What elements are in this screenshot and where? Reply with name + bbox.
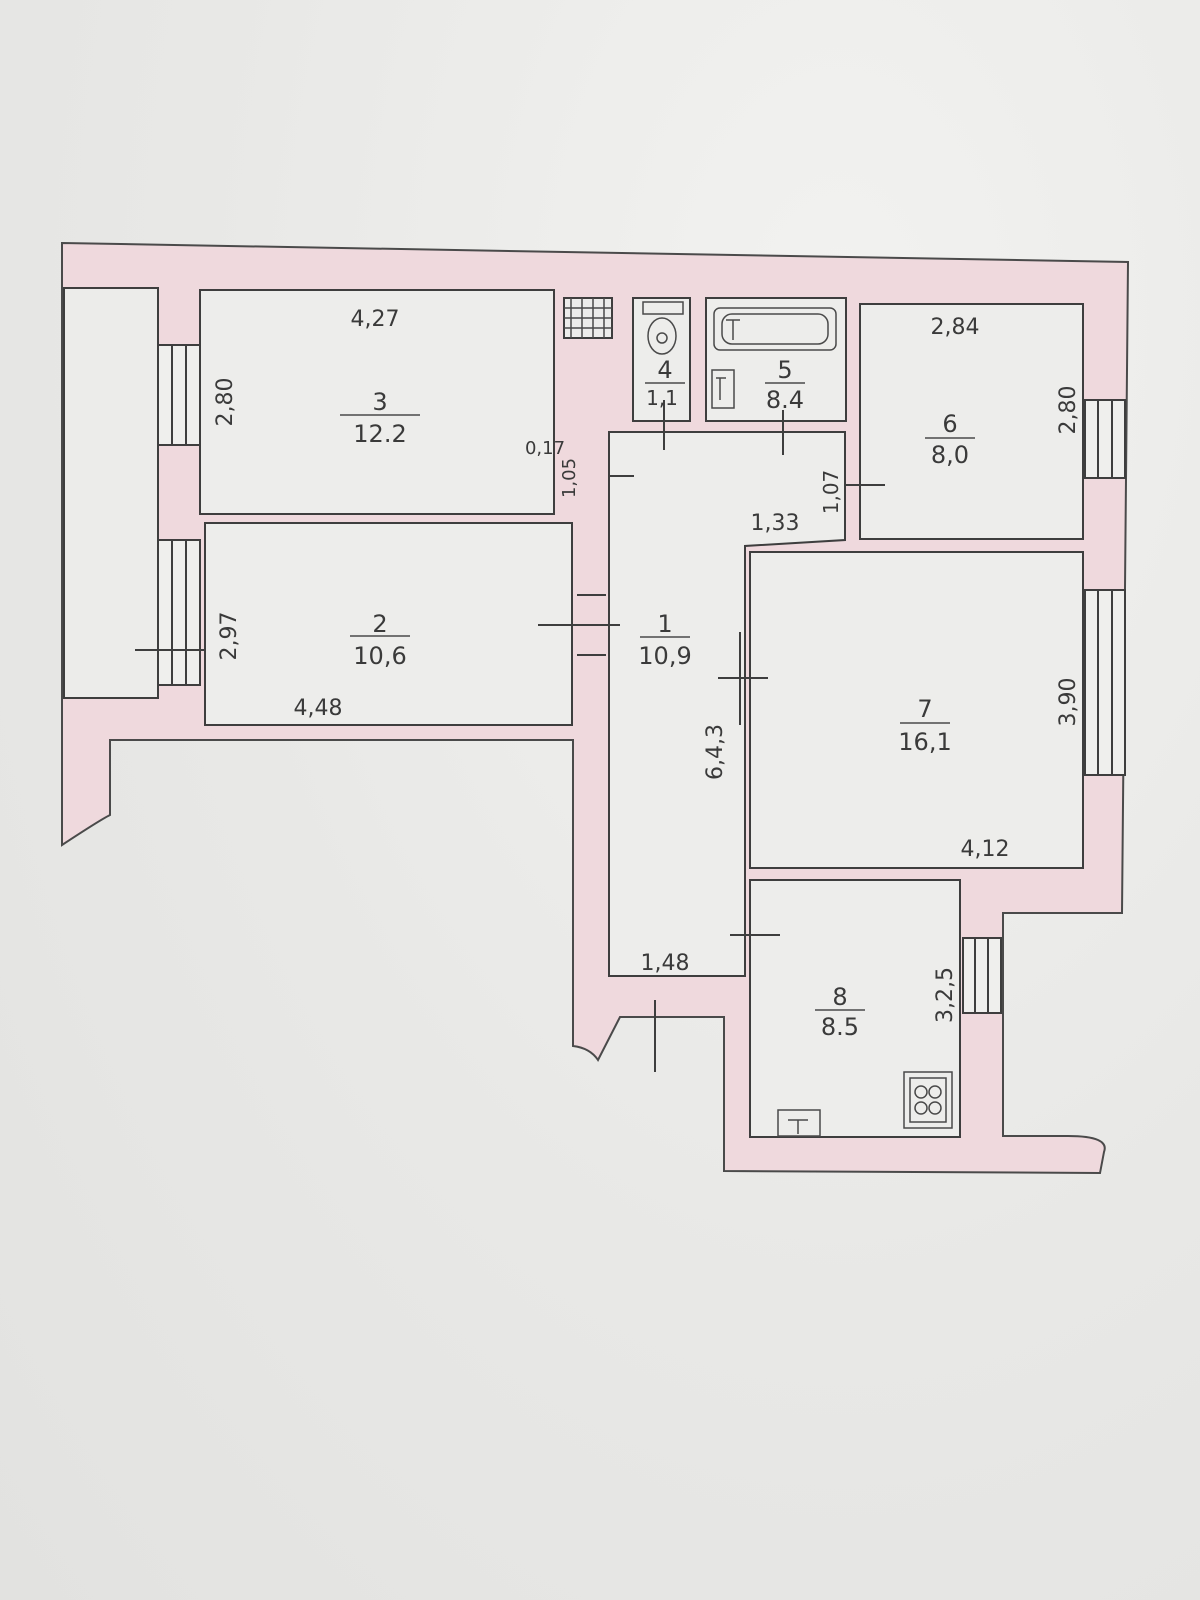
room-3-area: 12.2	[353, 420, 406, 448]
room-2-number: 2	[372, 610, 387, 638]
room-8-area: 8.5	[821, 1013, 859, 1041]
room-1-area: 10,9	[638, 642, 691, 670]
room-1	[608, 431, 846, 977]
dim-room8-depth: 3,2,5	[933, 967, 958, 1023]
room-2-area: 10,6	[353, 642, 406, 670]
dim-hall-step: 1,33	[751, 511, 800, 536]
bathtub-icon	[713, 307, 837, 351]
dim-room7-width: 4,12	[961, 837, 1010, 862]
room-3	[199, 289, 555, 515]
room-1-number: 1	[657, 610, 672, 638]
window-room-6	[1084, 399, 1126, 479]
room-4-area: 1,1	[646, 386, 678, 410]
loggia	[63, 287, 159, 699]
dim-hall-length: 6,4,3	[703, 724, 728, 780]
window-room-2	[157, 539, 201, 686]
label-bars	[340, 382, 975, 1011]
dim-hall-end-width: 1,48	[641, 951, 690, 976]
dim-door-offset: 0,17	[525, 438, 565, 459]
room-7-area: 16,1	[898, 728, 951, 756]
window-room-3	[157, 344, 201, 446]
room-5-area: 8.4	[766, 386, 804, 414]
room-2	[204, 522, 573, 726]
dim-room3-depth: 2,80	[213, 378, 238, 427]
dim-room6-width: 2,84	[931, 315, 980, 340]
toilet-icon	[642, 301, 684, 355]
room-7-number: 7	[917, 695, 932, 723]
stove-icon	[903, 1071, 953, 1129]
room-5	[705, 297, 847, 422]
dim-room6-depth: 2,80	[1056, 386, 1081, 435]
room-8-number: 8	[832, 983, 847, 1011]
shower-grid-icon	[564, 298, 612, 338]
dim-room3-width: 4,27	[351, 307, 400, 332]
dim-room6-door: 1,07	[819, 470, 843, 515]
room-7	[749, 551, 1084, 869]
dim-room7-depth: 3,90	[1056, 678, 1081, 727]
door-marks	[135, 400, 885, 1072]
dim-room2-depth: 2,97	[217, 612, 242, 661]
room-4-number: 4	[657, 356, 672, 384]
room-3-number: 3	[372, 388, 387, 416]
room-6	[859, 303, 1084, 540]
sink-icon	[711, 369, 735, 409]
room-6-number: 6	[942, 410, 957, 438]
dim-room2-width: 4,48	[294, 696, 343, 721]
room-5-number: 5	[777, 356, 792, 384]
room-6-area: 8,0	[931, 441, 969, 469]
kitchen-sink-icon	[777, 1109, 821, 1137]
room-8	[749, 879, 961, 1138]
window-room-7	[1084, 589, 1126, 776]
window-room-8	[962, 937, 1002, 1014]
dim-door-width: 1,05	[559, 458, 580, 498]
